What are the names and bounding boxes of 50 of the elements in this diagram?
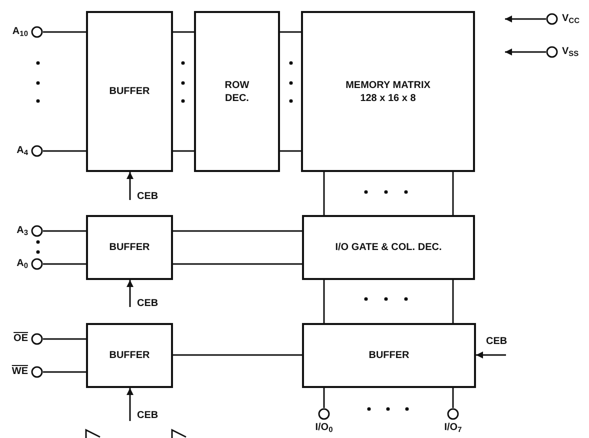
connector-line: [280, 31, 301, 33]
connector-line: [43, 230, 86, 232]
block-label: BUFFER: [109, 349, 150, 362]
block-label: BUFFER: [109, 85, 150, 98]
pin-label: OE: [14, 333, 28, 345]
connector-line: [43, 371, 86, 373]
pin-label: A$_{10}$: [12, 26, 28, 38]
connector-line: [43, 31, 86, 33]
block-box: [86, 11, 173, 172]
block-label: BUFFER: [109, 241, 150, 254]
connector-line: [43, 263, 86, 265]
block-label: 128 x 16 x 8: [360, 92, 416, 104]
pin-label: A$_{4}$: [16, 145, 28, 157]
block-box: [301, 11, 475, 172]
connector-line: [280, 150, 301, 152]
pin-label: A$_{3}$: [16, 225, 28, 237]
connector-line: [43, 338, 86, 340]
arrow: [126, 280, 134, 307]
block-label: ROW DEC.: [224, 78, 250, 104]
connector-line: [173, 230, 302, 232]
pin-label: V$_{SS}$: [562, 46, 579, 58]
connector-line: [173, 31, 194, 33]
connector-line: [43, 150, 86, 152]
connector-line: [323, 388, 325, 408]
pin-label: WE: [12, 366, 28, 378]
block-label: I/O GATE & COL. DEC.: [335, 241, 442, 254]
block-label: BUFFER: [368, 349, 410, 362]
arrow: [505, 16, 546, 22]
block-box: [86, 323, 173, 388]
pin-label: A$_{0}$: [16, 258, 28, 270]
block-box: [194, 11, 280, 172]
connector-line: [173, 263, 302, 265]
connector-line: [452, 172, 454, 215]
connector-line: [452, 388, 454, 408]
pin-label: I/O$_{0}$: [314, 422, 334, 434]
connector-line: [173, 354, 302, 356]
connector-line: [173, 150, 194, 152]
connector-line: [452, 280, 454, 323]
arrow: [126, 388, 134, 421]
block-label: MEMORY MATRIX: [346, 78, 430, 92]
connector-line: [323, 280, 325, 323]
block-box: [86, 215, 173, 280]
arrow: [126, 172, 134, 200]
block-box: [302, 323, 476, 388]
connector-line: [323, 172, 325, 215]
arrow: [505, 48, 546, 56]
block-box: [302, 215, 475, 280]
arrow: [476, 352, 506, 358]
pin-label: I/O$_{7}$: [443, 422, 463, 434]
pin-label: V$_{CC}$: [562, 13, 580, 25]
